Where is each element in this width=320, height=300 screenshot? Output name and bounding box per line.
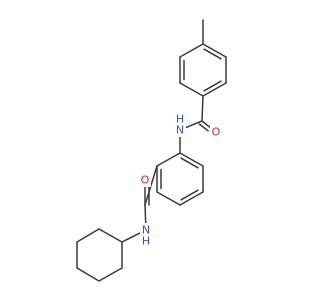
bond-r2_c3-r2_c4-inner <box>180 189 199 201</box>
bond-r1_c1-r1_c2-inner <box>203 48 222 60</box>
bond-am1_c-am1_n <box>185 120 203 129</box>
atom-n-am1_n: H NHN <box>174 113 186 137</box>
atom-o-am2_o: O <box>139 173 151 187</box>
hydrogen-label: H <box>176 113 184 126</box>
bond-cy_c1-cy_c2 <box>98 228 123 243</box>
bond-layer <box>76 19 227 282</box>
bond-r1_c4-r1_c5 <box>179 82 204 97</box>
bond-r1_c3-r1_c4-inner <box>203 80 222 92</box>
bond-r1_c6-r1_c1 <box>179 43 204 58</box>
molecule-drawing: OH NHNON HNH <box>76 19 227 282</box>
bond-r2_c4-r2_c5 <box>156 191 181 206</box>
atom-label-layer: OH NHNON HNH <box>139 113 222 248</box>
atom-n-am2_n: N HNH <box>140 223 152 248</box>
bond-am2_n-cy_c1 <box>121 232 141 243</box>
bond-am2_c-am2_n <box>144 204 147 224</box>
bond-r2_c1-r2_c2-inner <box>180 157 199 169</box>
atom-o-am1_o: O <box>210 125 222 139</box>
nitrogen-label: N <box>142 224 150 237</box>
bond-r1_c1-r1_c2 <box>202 43 227 58</box>
bond-r1_c4-am1_c <box>201 95 204 122</box>
bond-r2_c3-r2_c4 <box>179 191 204 206</box>
bond-am1_c-am1_o-second <box>198 123 209 132</box>
structure-canvas: OH NHNON HNH <box>76 19 227 282</box>
bond-cy_c5-cy_c6 <box>98 267 123 282</box>
bond-cy_c2-cy_c3 <box>76 228 100 243</box>
nitrogen-label: N <box>176 124 184 137</box>
hydrogen-label: H <box>142 235 150 248</box>
bond-r2_c6-r2_c1 <box>156 152 181 167</box>
atom-label: O <box>212 126 221 139</box>
bond-r1_c3-r1_c4 <box>202 82 227 97</box>
bond-cy_c4-cy_c5 <box>76 267 100 282</box>
bond-r2_c1-r2_c2 <box>179 152 204 167</box>
bond-am1_c-am1_o <box>201 120 212 129</box>
atom-label: O <box>141 174 150 187</box>
